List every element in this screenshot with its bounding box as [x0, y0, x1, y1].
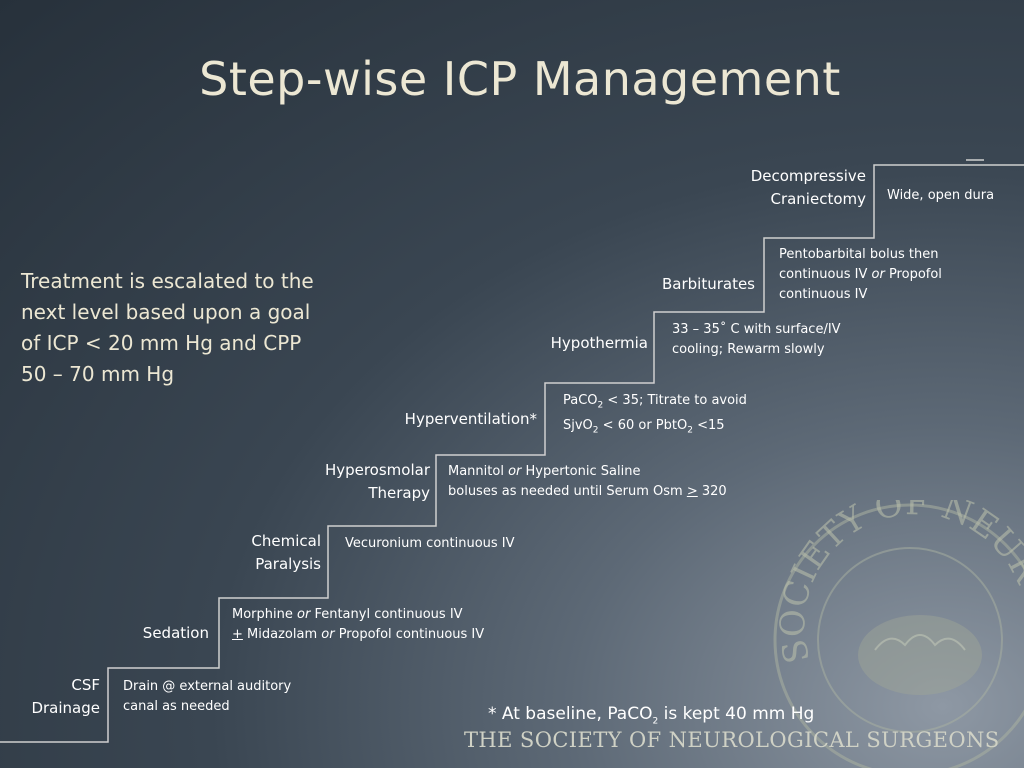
step-desc-barbiturates: Pentobarbital bolus then continuous IV o…: [779, 247, 942, 302]
intro-text: Treatment is escalated to the next level…: [21, 269, 314, 386]
step-desc-chemical-paralysis: Vecuronium continuous IV: [345, 536, 515, 551]
step-label-hyperventilation: Hyperventilation*: [404, 410, 537, 428]
step-desc-decompressive-craniectomy: Wide, open dura: [887, 188, 995, 203]
step-desc-hyperventilation: PaCO2 < 35; Titrate to avoid SjvO2 < 60 …: [563, 393, 747, 436]
step-label-hypothermia: Hypothermia: [550, 334, 648, 352]
society-name: THE SOCIETY OF NEUROLOGICAL SURGEONS: [464, 728, 1000, 752]
footnote: * At baseline, PaCO2 is kept 40 mm Hg: [488, 704, 815, 727]
step-label-barbiturates: Barbiturates: [661, 275, 755, 293]
step-desc-hyperosmolar-therapy: Mannitol or Hypertonic Saline boluses as…: [448, 464, 727, 499]
society-seal-logo: SOCIETY OF NEUROLO: [770, 500, 1024, 768]
step-desc-sedation: Morphine or Fentanyl continuous IV + Mid…: [232, 607, 485, 642]
step-label-sedation: Sedation: [142, 624, 209, 642]
slide-title: Step-wise ICP Management: [199, 52, 841, 106]
